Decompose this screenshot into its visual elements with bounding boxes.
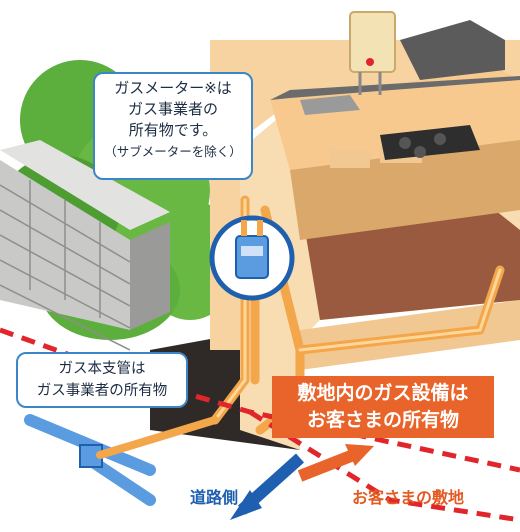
gas-meter-callout: ガスメーター※は ガス事業者の 所有物です。 （サブメーターを除く） bbox=[93, 72, 253, 180]
meter-callout-line-3: 所有物です。 bbox=[128, 121, 218, 139]
main-pipe-callout-line-2: ガス事業者の所有物 bbox=[36, 383, 168, 399]
brick-wall bbox=[0, 140, 170, 351]
meter-callout-note: （サブメーターを除く） bbox=[104, 144, 242, 159]
road-side-label: 道路側 bbox=[190, 488, 239, 507]
owner-box-line-1: 敷地内のガス設備は bbox=[297, 382, 469, 404]
owner-box-line-2: お客さまの所有物 bbox=[306, 409, 459, 431]
customer-ownership-banner: 敷地内のガス設備は お客さまの所有物 bbox=[272, 376, 494, 438]
customer-premises-label: お客さまの敷地 bbox=[352, 488, 465, 507]
kitchen-counter bbox=[270, 70, 520, 240]
main-pipe-callout-line-1: ガス本支管は bbox=[58, 361, 146, 377]
meter-callout-line-1: ガスメーター※は bbox=[114, 79, 232, 97]
gas-main-pipe bbox=[24, 414, 219, 506]
main-pipe-callout: ガス本支管は ガス事業者の所有物 bbox=[16, 352, 188, 408]
premises-arrow bbox=[297, 444, 374, 482]
meter-callout-line-2: ガス事業者の bbox=[127, 100, 218, 118]
gas-meter bbox=[209, 215, 295, 301]
road-side-arrow bbox=[230, 453, 305, 520]
range-hood-appliance bbox=[400, 20, 505, 80]
water-heater-appliance bbox=[349, 11, 396, 95]
